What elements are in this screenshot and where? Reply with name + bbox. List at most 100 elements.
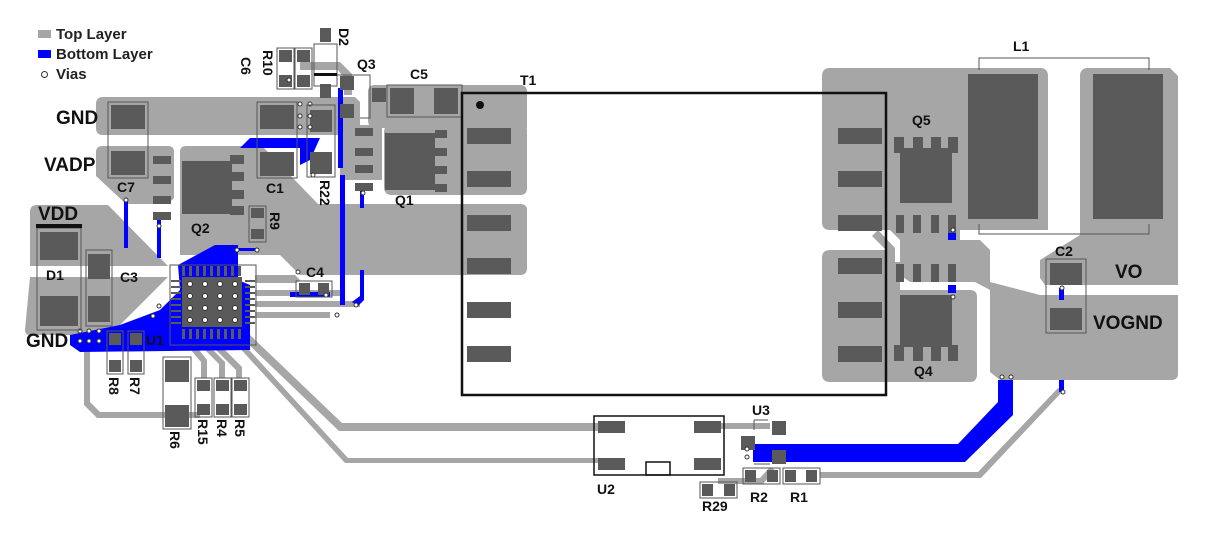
pad	[111, 151, 145, 175]
via	[295, 269, 301, 275]
pad	[385, 133, 435, 190]
u1-pin	[189, 329, 192, 339]
q3-outline	[337, 74, 371, 119]
u1-pin	[210, 329, 213, 339]
d2-cathode-bar	[314, 73, 337, 76]
pad	[260, 152, 294, 176]
via	[234, 247, 240, 253]
pad	[340, 104, 354, 118]
t1-pin	[467, 171, 511, 187]
pad	[772, 450, 786, 464]
u1-pin	[210, 266, 213, 276]
pad	[435, 130, 447, 138]
pad	[435, 184, 447, 192]
thermal-via	[232, 293, 238, 299]
u1-outline	[169, 264, 257, 346]
pads	[40, 28, 1163, 496]
q3-trace	[338, 88, 343, 168]
pad	[165, 405, 189, 427]
u1-pin	[245, 316, 255, 318]
t1-pin	[467, 346, 511, 362]
u1-pin	[196, 266, 199, 276]
pad	[355, 128, 373, 136]
pad	[1050, 263, 1082, 285]
u1-pin	[245, 298, 255, 300]
q2-gate-trace	[157, 218, 161, 258]
legend-label-bottom-layer: Bottom Layer	[56, 45, 153, 63]
pad	[767, 470, 778, 482]
pad	[165, 360, 189, 382]
via	[950, 294, 956, 300]
via	[323, 292, 329, 298]
pad	[153, 196, 171, 204]
label-c3: C3	[120, 269, 138, 285]
right-vertical-bottom-trace	[352, 270, 364, 306]
pad	[598, 458, 625, 470]
thermal-via	[217, 317, 223, 323]
u1-pin	[171, 316, 181, 318]
u1-pin	[224, 266, 227, 276]
u1-pin	[231, 329, 234, 339]
via	[744, 454, 750, 460]
pad	[900, 148, 952, 203]
u1-pin	[238, 266, 241, 276]
u1-to-u2-trace-b	[236, 340, 598, 463]
pad	[88, 254, 110, 279]
t1-pin	[838, 346, 882, 362]
pad	[197, 404, 210, 415]
pad	[251, 208, 264, 218]
pad	[913, 215, 921, 233]
c2-via-trace	[1059, 288, 1064, 300]
c1-bottom-pour	[240, 138, 320, 165]
pad	[130, 333, 142, 345]
pad	[230, 190, 244, 199]
pad	[694, 458, 721, 470]
pad	[230, 155, 244, 164]
pad	[88, 296, 110, 322]
label-r10: R10	[260, 50, 276, 76]
u1-pin	[245, 292, 255, 294]
u1-pin	[245, 286, 255, 288]
label-d1: D1	[46, 267, 64, 283]
t1-pin1-marker	[476, 101, 484, 109]
l1-pad	[1093, 74, 1163, 219]
label-c1: C1	[266, 180, 284, 196]
t1-pin	[838, 302, 882, 318]
label-r6: R6	[167, 431, 183, 449]
r29-trace	[718, 467, 775, 484]
label-r22: R22	[317, 180, 333, 206]
component-labels: Q3 C5 T1 C7 C1 Q1 Q2 C4 D1 C3 U1 L1 Q5 C…	[46, 28, 1073, 514]
l1-pad	[968, 74, 1038, 219]
t1-pin	[838, 215, 882, 231]
d2-outline	[313, 43, 338, 87]
q5-q4-trace	[872, 230, 895, 262]
via	[96, 338, 102, 344]
c1-outline	[256, 101, 298, 179]
u1-pin	[245, 280, 255, 282]
thermal-via	[202, 317, 208, 323]
vognd-via-trace	[1059, 380, 1064, 392]
pad	[896, 215, 904, 233]
pad	[320, 84, 331, 98]
u1-right-trace-3	[255, 312, 330, 318]
t1-pin	[467, 215, 511, 231]
u1-pin	[171, 286, 181, 288]
label-r1: R1	[790, 489, 808, 505]
q5-via-trace	[948, 232, 956, 240]
label-r15: R15	[195, 419, 211, 445]
net-labels: GND VADP VDD GND VO VOGND	[26, 108, 1163, 352]
l1-outline-bottom	[978, 224, 1150, 235]
r5-trace	[215, 345, 242, 378]
t1-primary-trace	[240, 146, 527, 275]
pad	[694, 421, 721, 433]
pad	[318, 283, 329, 295]
pad	[913, 137, 923, 153]
thermal-via	[187, 317, 193, 323]
label-c5: C5	[410, 66, 428, 82]
label-q5: Q5	[912, 112, 931, 128]
u1-right-trace-2	[255, 301, 360, 307]
via	[360, 190, 366, 196]
thermal-via	[202, 293, 208, 299]
pad	[724, 484, 735, 496]
